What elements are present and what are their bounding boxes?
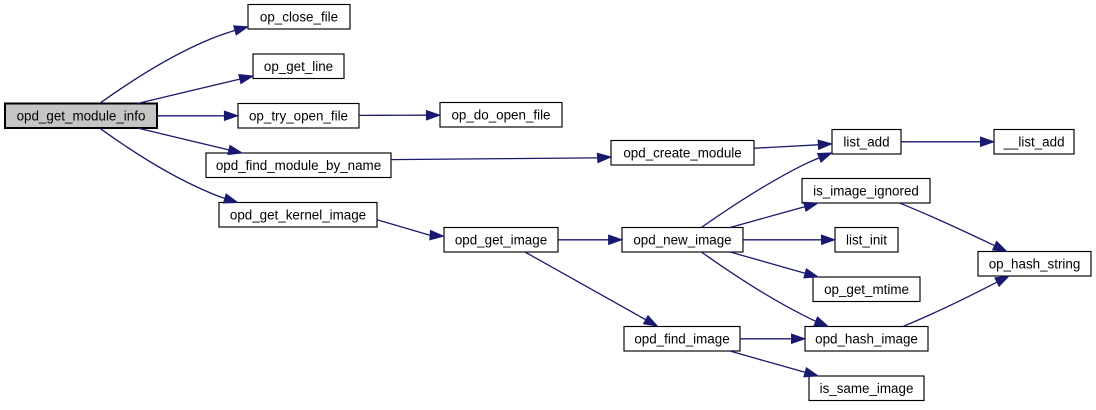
svg-text:is_same_image: is_same_image <box>820 381 914 396</box>
svg-text:opd_create_module: opd_create_module <box>623 145 741 160</box>
svg-text:is_image_ignored: is_image_ignored <box>813 183 919 198</box>
svg-text:opd_find_module_by_name: opd_find_module_by_name <box>216 158 381 173</box>
svg-text:op_get_line: op_get_line <box>264 59 333 74</box>
svg-text:opd_find_image: opd_find_image <box>634 331 729 346</box>
svg-text:opd_get_kernel_image: opd_get_kernel_image <box>230 207 366 222</box>
svg-text:op_try_open_file: op_try_open_file <box>249 108 348 123</box>
svg-text:op_close_file: op_close_file <box>260 9 338 24</box>
svg-text:op_do_open_file: op_do_open_file <box>451 107 550 122</box>
svg-text:list_init: list_init <box>846 232 887 247</box>
svg-text:opd_get_image: opd_get_image <box>455 232 547 247</box>
svg-text:__list_add: __list_add <box>1002 134 1064 149</box>
svg-text:opd_get_module_info: opd_get_module_info <box>17 108 146 123</box>
svg-text:op_get_mtime: op_get_mtime <box>824 282 909 297</box>
svg-text:list_add: list_add <box>843 134 889 149</box>
svg-text:opd_new_image: opd_new_image <box>633 232 731 247</box>
svg-text:op_hash_string: op_hash_string <box>989 256 1081 271</box>
svg-text:opd_hash_image: opd_hash_image <box>815 331 918 346</box>
